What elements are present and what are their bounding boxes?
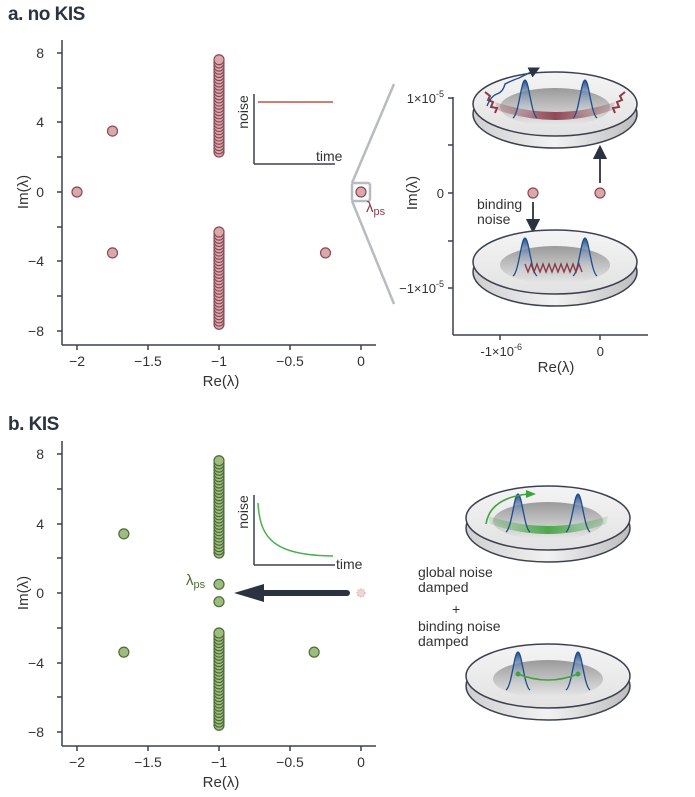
zoom-point-2 xyxy=(594,187,606,199)
svg-text:−1: −1 xyxy=(211,353,227,369)
lambda-ps-label-a: λps xyxy=(366,199,386,218)
inset-a-ylabel: noise xyxy=(235,95,251,129)
panel-b-points xyxy=(118,455,320,731)
eigenvalue-point xyxy=(308,646,320,658)
eigenvalue-point xyxy=(355,186,367,198)
svg-text:0: 0 xyxy=(36,184,44,200)
svg-text:−1×10-5: −1×10-5 xyxy=(399,279,444,296)
panel-a-title: a. no KIS xyxy=(8,4,85,25)
panel-b-plot xyxy=(57,441,376,751)
zoom-panel-labels: 1×10-5 0 −1×10-5 -1×10-6 0 Re(λ) Im(λ) xyxy=(399,89,604,376)
svg-text:−2: −2 xyxy=(69,754,85,770)
global-noise-damped-label: global noise damped xyxy=(418,564,493,595)
eigenvalue-point xyxy=(118,528,130,540)
svg-text:−1.5: −1.5 xyxy=(134,353,162,369)
svg-text:−2: −2 xyxy=(69,353,85,369)
eigenvalue-point xyxy=(319,247,332,259)
eigenvalue-point xyxy=(213,596,225,608)
svg-text:−8: −8 xyxy=(28,724,44,740)
svg-text:Im(λ): Im(λ) xyxy=(15,175,32,209)
eigenvalue-point xyxy=(213,54,225,66)
svg-text:−0.5: −0.5 xyxy=(276,353,304,369)
decaying-noise-curve xyxy=(257,502,334,557)
binding-noise-label: binding xyxy=(477,196,522,212)
plus-sign: + xyxy=(452,601,461,617)
panel-a-points xyxy=(71,54,367,330)
svg-text:0: 0 xyxy=(597,344,604,359)
binding-noise-damped-label: binding noise damped xyxy=(418,618,501,649)
panel-a-tick-labels: −2 −1.5 −1 −0.5 0 8 4 0 −4 −8 Re(λ) Im(λ) xyxy=(15,45,365,390)
ring-binding-noise xyxy=(472,229,638,307)
ring-binding-damped xyxy=(465,643,631,721)
zoom-callout xyxy=(350,83,396,305)
svg-text:0: 0 xyxy=(36,585,44,601)
svg-text:4: 4 xyxy=(36,516,44,532)
svg-text:4: 4 xyxy=(36,114,44,130)
panel-a-noise-inset: noise time xyxy=(235,94,343,165)
eigenvalue-point xyxy=(213,627,225,639)
eigenvalue-point xyxy=(71,186,83,198)
zoom-panel-axes xyxy=(448,97,648,340)
former-lambda-ps xyxy=(356,588,366,598)
svg-text:Re(λ): Re(λ) xyxy=(538,359,575,376)
svg-text:−4: −4 xyxy=(28,655,44,671)
eigenvalue-point xyxy=(118,646,130,658)
svg-text:1×10-5: 1×10-5 xyxy=(407,89,444,106)
svg-text:Re(λ): Re(λ) xyxy=(203,774,240,791)
eigenvalue-point xyxy=(106,247,119,259)
panel-b-noise-inset: noise time xyxy=(235,495,363,572)
svg-text:−1.5: −1.5 xyxy=(134,754,162,770)
panel-a-plot xyxy=(57,40,376,350)
svg-text:−4: −4 xyxy=(28,253,44,269)
ring-global-damped xyxy=(465,485,631,563)
svg-text:noise: noise xyxy=(477,211,511,227)
svg-text:−1: −1 xyxy=(211,754,227,770)
svg-text:0: 0 xyxy=(357,353,365,369)
panel-b-title: b. KIS xyxy=(8,414,59,435)
svg-text:Im(λ): Im(λ) xyxy=(404,176,421,210)
svg-text:Re(λ): Re(λ) xyxy=(203,373,240,390)
ring-global-noise xyxy=(472,67,638,149)
svg-text:8: 8 xyxy=(36,446,44,462)
eigenvalue-point xyxy=(213,578,225,590)
lambda-ps-label-b: λps xyxy=(186,572,206,591)
svg-text:−0.5: −0.5 xyxy=(276,754,304,770)
zoom-point-1 xyxy=(527,187,539,199)
svg-text:0: 0 xyxy=(437,186,444,201)
inset-b-xlabel: time xyxy=(336,556,363,572)
inset-a-xlabel: time xyxy=(316,148,343,164)
panel-b-tick-labels: −2 −1.5 −1 −0.5 0 8 4 0 −4 −8 Re(λ) Im(λ) xyxy=(15,446,365,791)
svg-text:−8: −8 xyxy=(28,323,44,339)
svg-text:noise: noise xyxy=(235,495,251,529)
eigenvalue-point xyxy=(106,125,119,137)
svg-text:-1×10-6: -1×10-6 xyxy=(480,342,522,359)
eigenvalue-point xyxy=(213,226,225,238)
svg-text:Im(λ): Im(λ) xyxy=(15,576,32,610)
svg-text:0: 0 xyxy=(357,754,365,770)
svg-text:8: 8 xyxy=(36,45,44,61)
eigenvalue-point xyxy=(213,455,225,467)
